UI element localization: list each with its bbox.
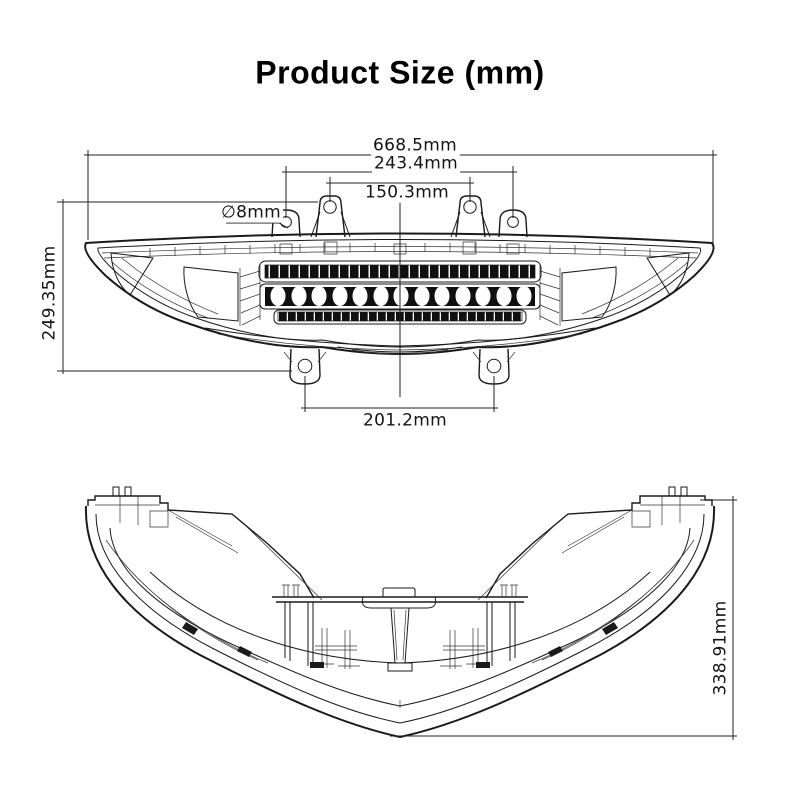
led-ovals	[270, 286, 532, 306]
inner-frame	[272, 584, 528, 669]
dim-mount-hole-diameter-label: ∅8mm	[219, 202, 283, 223]
bottom-view-drawing	[84, 486, 716, 739]
dim-overall-width-label: 668.5mm	[371, 135, 459, 156]
top-right-bracket	[477, 486, 713, 601]
dim-outer-mount-spacing-label: 243.4mm	[372, 153, 460, 174]
housing-outline	[84, 232, 715, 356]
top-left-bracket	[87, 486, 323, 601]
dim-inner-mount-spacing-label: 150.3mm	[363, 182, 451, 203]
mesh-grilles	[110, 252, 690, 322]
center-bracket	[361, 587, 437, 672]
page-title: Product Size (mm)	[255, 54, 545, 91]
bowl-outline	[84, 505, 716, 739]
rim-pads	[182, 622, 618, 668]
dim-overall-height-label: 249.35mm	[39, 243, 60, 343]
dim-overall-depth-label: 338.91mm	[710, 598, 731, 698]
front-view-drawing	[84, 195, 715, 385]
dim-bottom-mount-spacing-label: 201.2mm	[361, 410, 449, 431]
